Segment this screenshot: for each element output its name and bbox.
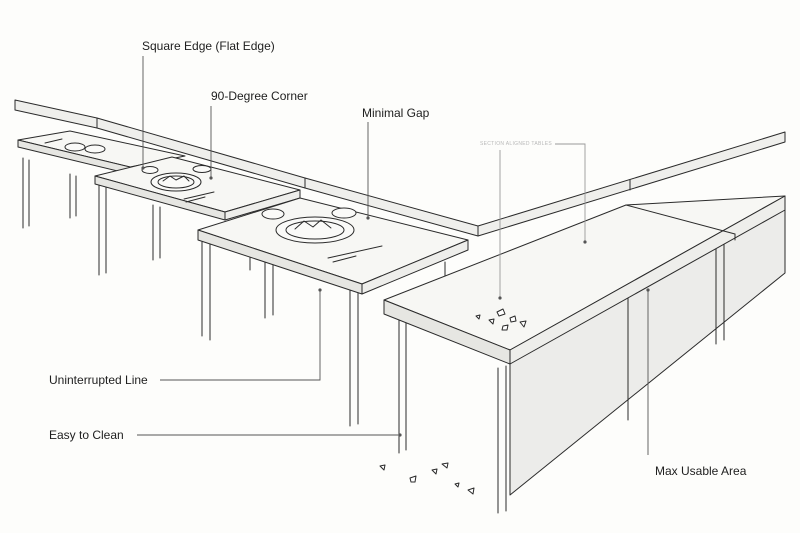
leader-line (160, 290, 320, 380)
label-gap: Minimal Gap (362, 106, 429, 120)
label-area: Max Usable Area (655, 464, 746, 478)
label-clean: Easy to Clean (49, 428, 124, 442)
crumbs-on-floor (380, 463, 474, 494)
label-faint-note: SECTION ALIGNED TABLES (480, 141, 552, 147)
label-line: Uninterrupted Line (49, 373, 148, 387)
label-corner: 90-Degree Corner (211, 89, 308, 103)
label-square-edge: Square Edge (Flat Edge) (142, 39, 275, 53)
